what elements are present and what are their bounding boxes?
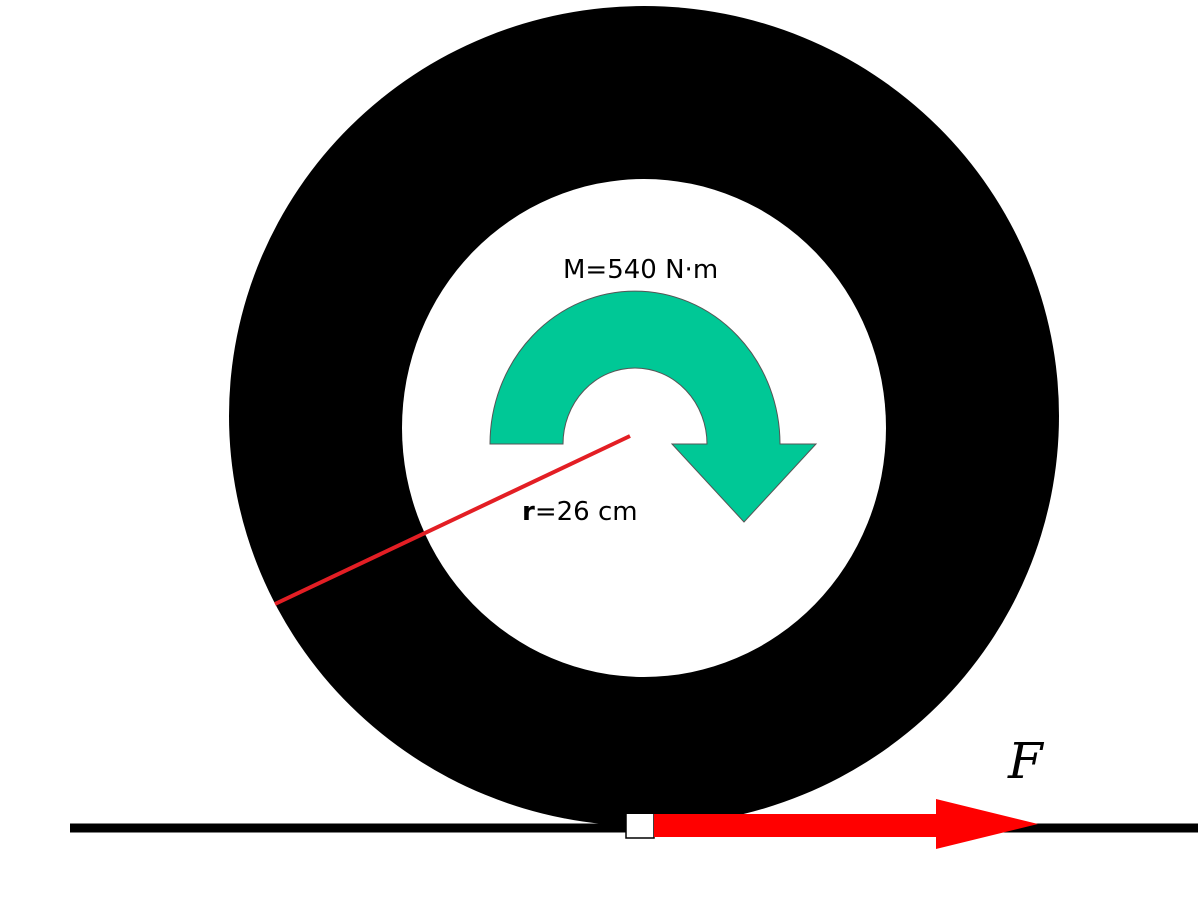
moment-arrow [489, 290, 818, 523]
radius-label-symbol: r [522, 497, 535, 527]
force-label: F [1007, 732, 1045, 790]
radius-label-value: =26 cm [535, 497, 638, 527]
tire-inner-rim [402, 179, 886, 677]
moment-label: M=540 N·m [563, 255, 718, 285]
right-angle-marker [625, 814, 655, 839]
force-arrow [654, 799, 1038, 849]
radius-line [274, 434, 631, 606]
radius-label: r=26 cm [522, 497, 638, 527]
